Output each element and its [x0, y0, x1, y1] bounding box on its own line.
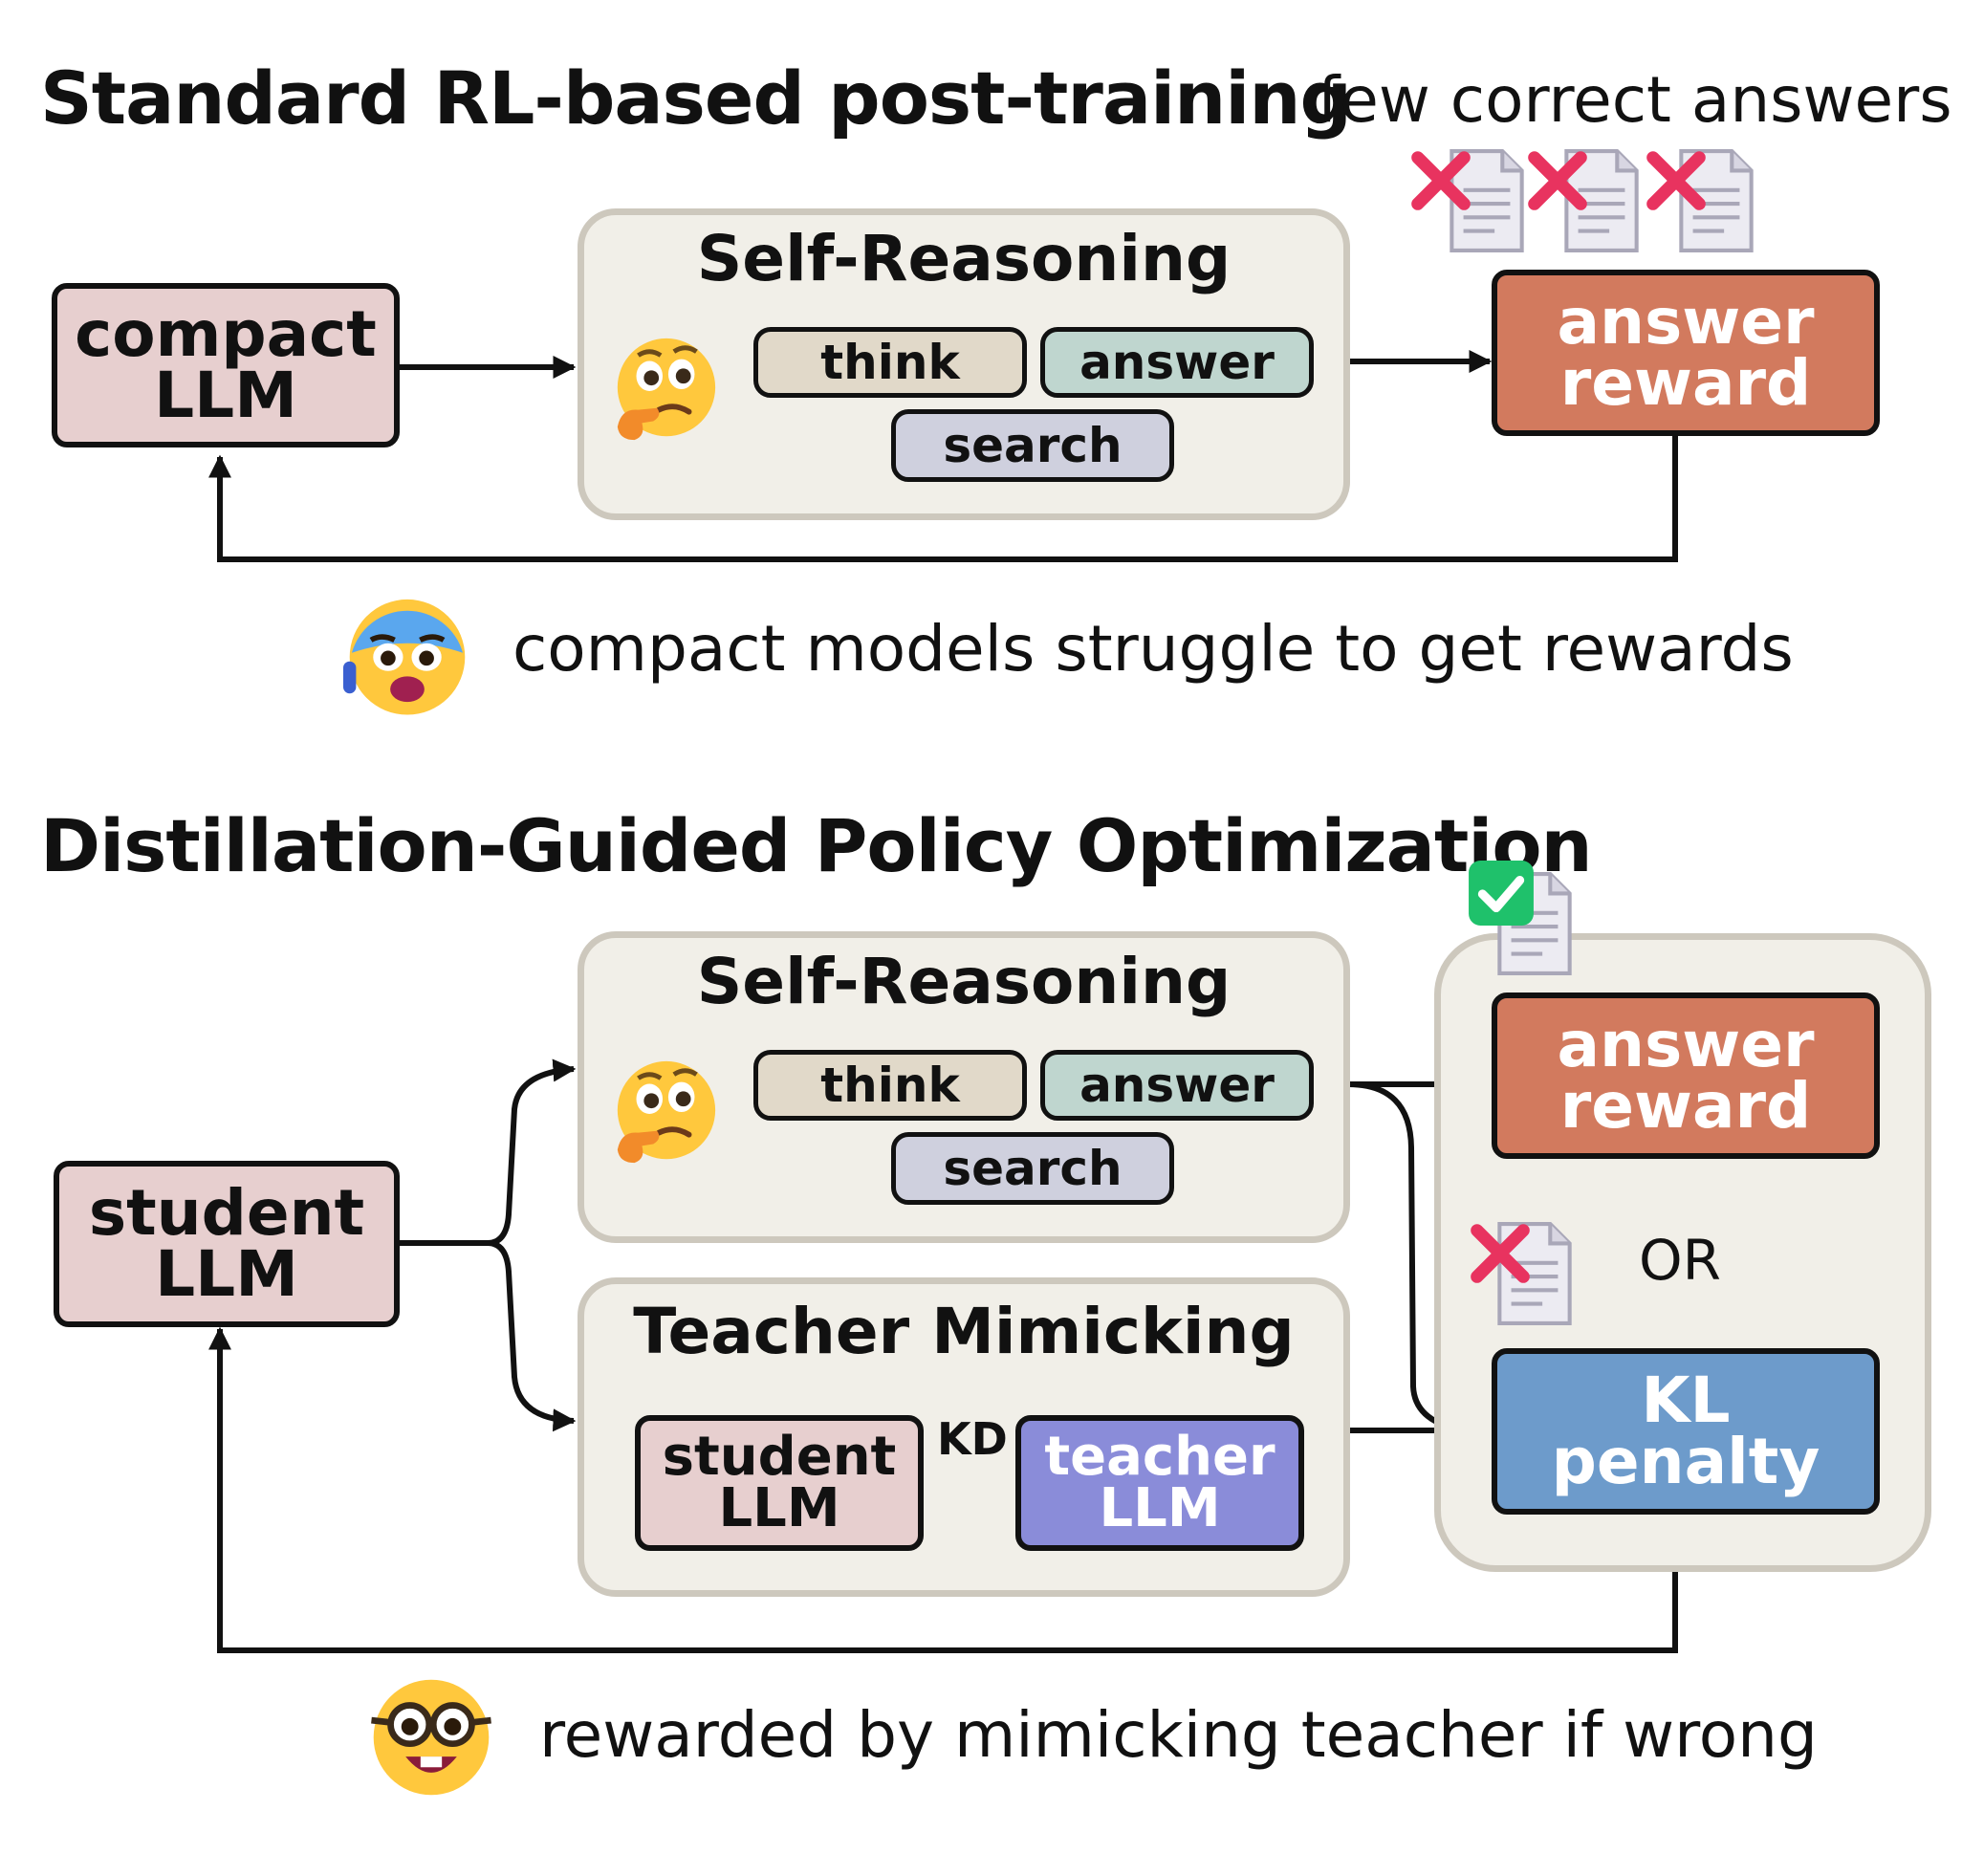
- tm-student-line2: LLM: [718, 1477, 840, 1539]
- anxious-face-icon: [340, 591, 474, 719]
- top-panel-title: Standard RL-based post-training: [40, 55, 1352, 141]
- compact-llm-line1: compact: [75, 297, 377, 371]
- cross-icon: [1409, 149, 1472, 212]
- compact-llm-box: compact LLM: [52, 283, 400, 447]
- teacher-line2: LLM: [1099, 1477, 1221, 1539]
- answer-reward-line1: answer: [1557, 285, 1815, 359]
- think-chip-top: think: [753, 327, 1027, 398]
- cross-icon: [1469, 1222, 1532, 1285]
- top-caption: compact models struggle to get rewards: [512, 612, 1794, 686]
- answer-chip-bottom: answer: [1040, 1050, 1314, 1121]
- cross-icon: [1526, 149, 1589, 212]
- compact-llm-line2: LLM: [154, 359, 297, 432]
- answer-reward-line2: reward: [1559, 346, 1812, 420]
- teacher-line1: teacher: [1044, 1426, 1275, 1488]
- answer-reward-bottom-line1: answer: [1557, 1008, 1815, 1081]
- teacher-mimicking-title: Teacher Mimicking: [633, 1295, 1295, 1368]
- kl-line1: KL: [1641, 1363, 1731, 1437]
- student-llm-line2: LLM: [155, 1237, 298, 1311]
- kl-penalty-box: KL penalty: [1492, 1348, 1880, 1515]
- search-chip-top: search: [891, 409, 1174, 482]
- thinking-face-icon: [608, 335, 721, 447]
- answer-chip-top: answer: [1040, 327, 1314, 398]
- self-reasoning-title-top: Self-Reasoning: [696, 222, 1232, 295]
- answer-reward-box-bottom: answer reward: [1492, 993, 1880, 1159]
- self-reasoning-title-bottom: Self-Reasoning: [696, 945, 1232, 1018]
- bottom-panel-title: Distillation-Guided Policy Optimization: [40, 803, 1593, 888]
- search-chip-bottom: search: [891, 1132, 1174, 1205]
- tm-student-line1: student: [662, 1426, 897, 1488]
- bottom-caption: rewarded by mimicking teacher if wrong: [539, 1698, 1818, 1772]
- few-correct-answers-label: few correct answers: [1318, 63, 1952, 137]
- nerd-face-icon: [365, 1673, 497, 1801]
- cross-icon: [1645, 149, 1708, 212]
- or-label: OR: [1639, 1228, 1721, 1293]
- kl-line2: penalty: [1551, 1425, 1820, 1498]
- think-chip-bottom: think: [753, 1050, 1027, 1121]
- answer-reward-bottom-line2: reward: [1559, 1069, 1812, 1143]
- student-llm-box: student LLM: [54, 1161, 400, 1327]
- check-icon: [1467, 859, 1536, 927]
- kd-label: KD: [937, 1413, 1008, 1465]
- teacher-llm-box: teacher LLM: [1015, 1415, 1304, 1551]
- student-llm-line1: student: [88, 1176, 365, 1250]
- tm-student-llm-box: student LLM: [635, 1415, 924, 1551]
- thinking-face-icon: [608, 1058, 721, 1170]
- answer-reward-box-top: answer reward: [1492, 270, 1880, 436]
